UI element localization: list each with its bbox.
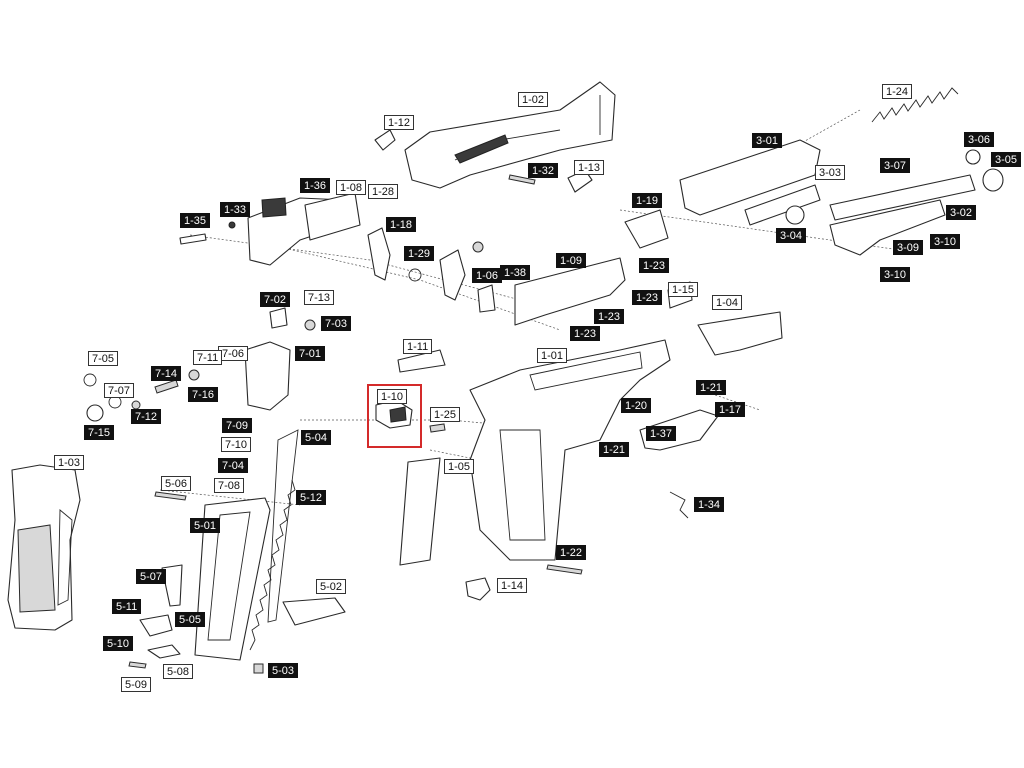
part-label-1-35[interactable]: 1-35 <box>180 213 211 228</box>
part-label-1-20[interactable]: 1-20 <box>621 398 652 413</box>
part-label-5-02[interactable]: 5-02 <box>316 579 347 594</box>
part-label-3-09[interactable]: 3-09 <box>893 240 924 255</box>
part-1-04 <box>697 311 783 356</box>
part-label-3-10[interactable]: 3-10 <box>880 267 911 282</box>
part-label-1-03[interactable]: 1-03 <box>54 455 85 470</box>
part-label-1-19[interactable]: 1-19 <box>632 193 663 208</box>
part-label-1-11[interactable]: 1-11 <box>403 339 433 354</box>
part-label-7-14[interactable]: 7-14 <box>151 366 182 381</box>
part-label-1-28[interactable]: 1-28 <box>368 184 399 199</box>
part-label-1-04[interactable]: 1-04 <box>712 295 743 310</box>
part-1-12 <box>374 129 396 151</box>
part-1-05 <box>399 457 441 566</box>
part-1-09 <box>514 257 626 326</box>
part-label-7-04[interactable]: 7-04 <box>218 458 249 473</box>
part-label-7-12[interactable]: 7-12 <box>131 409 162 424</box>
part-label-7-13[interactable]: 7-13 <box>304 290 335 305</box>
part-label-3-07[interactable]: 3-07 <box>880 158 911 173</box>
part-label-5-03[interactable]: 5-03 <box>268 663 299 678</box>
part-label-7-07[interactable]: 7-07 <box>104 383 135 398</box>
part-label-7-03[interactable]: 7-03 <box>321 316 352 331</box>
part-label-5-11[interactable]: 5-11 <box>112 599 142 614</box>
part-label-7-06[interactable]: 7-06 <box>218 346 249 361</box>
recoil-spring <box>871 87 959 123</box>
rear-mechanism <box>179 192 484 301</box>
part-label-5-04[interactable]: 5-04 <box>301 430 332 445</box>
part-label-5-09[interactable]: 5-09 <box>121 677 152 692</box>
part-label-1-01[interactable]: 1-01 <box>537 348 568 363</box>
part-label-5-07[interactable]: 5-07 <box>136 569 167 584</box>
part-1-32 <box>508 174 536 185</box>
part-label-7-15[interactable]: 7-15 <box>84 425 115 440</box>
magazine-assembly <box>128 429 346 674</box>
part-label-1-15[interactable]: 1-15 <box>668 282 699 297</box>
part-label-7-10[interactable]: 7-10 <box>221 437 252 452</box>
part-label-5-12[interactable]: 5-12 <box>296 490 327 505</box>
part-label-7-01[interactable]: 7-01 <box>295 346 326 361</box>
part-label-1-29[interactable]: 1-29 <box>404 246 435 261</box>
part-label-1-22[interactable]: 1-22 <box>556 545 587 560</box>
part-label-1-33[interactable]: 1-33 <box>220 202 251 217</box>
part-1-25 <box>429 423 446 433</box>
slide-part <box>404 81 616 189</box>
part-label-3-02[interactable]: 3-02 <box>946 205 977 220</box>
part-1-14 <box>465 577 491 601</box>
part-label-7-16[interactable]: 7-16 <box>188 387 219 402</box>
part-label-1-08[interactable]: 1-08 <box>336 180 367 195</box>
part-1-19 <box>624 209 669 249</box>
part-label-1-36[interactable]: 1-36 <box>300 178 331 193</box>
part-label-3-01[interactable]: 3-01 <box>752 133 783 148</box>
part-label-1-17[interactable]: 1-17 <box>715 402 746 417</box>
part-label-1-34[interactable]: 1-34 <box>694 497 725 512</box>
part-label-1-09[interactable]: 1-09 <box>556 253 587 268</box>
part-label-3-03[interactable]: 3-03 <box>815 165 846 180</box>
part-label-3-10[interactable]: 3-10 <box>930 234 961 249</box>
part-label-1-23[interactable]: 1-23 <box>594 309 625 324</box>
part-label-1-21[interactable]: 1-21 <box>696 380 727 395</box>
part-1-22 <box>546 564 583 575</box>
part-label-3-06[interactable]: 3-06 <box>964 132 995 147</box>
part-label-1-23[interactable]: 1-23 <box>570 326 601 341</box>
part-label-1-10[interactable]: 1-10 <box>377 389 408 404</box>
hammer-group <box>83 307 316 422</box>
part-1-06 <box>477 284 496 313</box>
part-label-1-06[interactable]: 1-06 <box>472 268 503 283</box>
part-label-5-01[interactable]: 5-01 <box>190 518 221 533</box>
part-label-5-10[interactable]: 5-10 <box>103 636 134 651</box>
grip-part <box>7 464 81 631</box>
part-label-1-23[interactable]: 1-23 <box>632 290 663 305</box>
part-label-1-37[interactable]: 1-37 <box>646 426 677 441</box>
part-label-1-18[interactable]: 1-18 <box>386 217 417 232</box>
part-label-1-38[interactable]: 1-38 <box>500 265 531 280</box>
barrel-assembly <box>679 139 1004 256</box>
part-label-1-13[interactable]: 1-13 <box>574 160 605 175</box>
part-label-5-08[interactable]: 5-08 <box>163 664 194 679</box>
part-label-1-32[interactable]: 1-32 <box>528 163 559 178</box>
part-label-1-14[interactable]: 1-14 <box>497 578 528 593</box>
part-label-7-09[interactable]: 7-09 <box>222 418 253 433</box>
part-label-7-08[interactable]: 7-08 <box>214 478 245 493</box>
part-label-3-05[interactable]: 3-05 <box>991 152 1022 167</box>
part-label-1-12[interactable]: 1-12 <box>384 115 415 130</box>
part-label-3-04[interactable]: 3-04 <box>776 228 807 243</box>
part-label-1-23[interactable]: 1-23 <box>639 258 670 273</box>
part-label-5-05[interactable]: 5-05 <box>175 612 206 627</box>
part-label-1-05[interactable]: 1-05 <box>444 459 475 474</box>
part-label-1-24[interactable]: 1-24 <box>882 84 913 99</box>
part-label-1-21[interactable]: 1-21 <box>599 442 630 457</box>
part-label-7-11[interactable]: 7-11 <box>193 350 223 365</box>
part-label-1-25[interactable]: 1-25 <box>430 407 461 422</box>
part-label-5-06[interactable]: 5-06 <box>161 476 192 491</box>
frame-part <box>469 339 671 561</box>
part-label-7-02[interactable]: 7-02 <box>260 292 291 307</box>
part-label-7-05[interactable]: 7-05 <box>88 351 119 366</box>
part-1-34 <box>669 491 689 519</box>
part-label-1-02[interactable]: 1-02 <box>518 92 549 107</box>
